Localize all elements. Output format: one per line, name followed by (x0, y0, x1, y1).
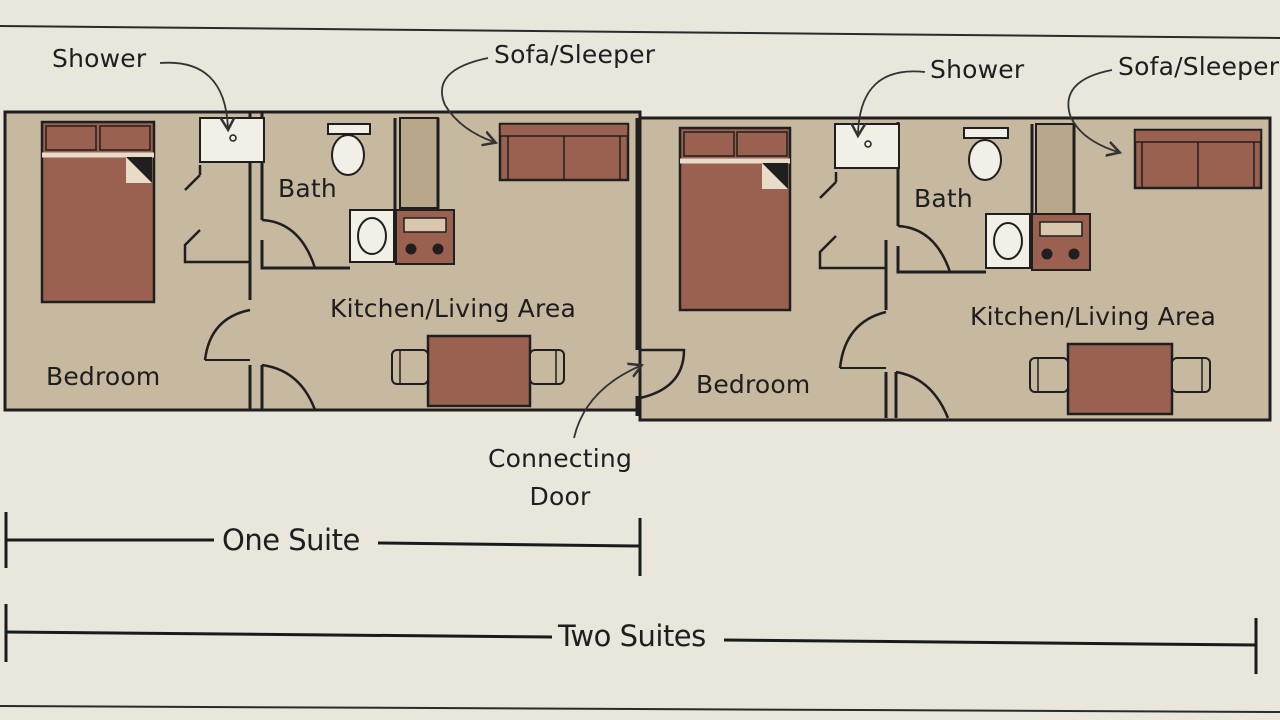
suite-2-chair-left (1029, 357, 1069, 393)
callout-arrows (159, 57, 1118, 439)
suite-1-chair-left (391, 349, 429, 385)
one-suite-label: One Suite (222, 523, 360, 557)
suite-2-table (1066, 342, 1174, 416)
connecting-door-label-line2: Door (529, 482, 591, 511)
page-border-top (0, 25, 1280, 39)
suite-2-bath-label: Bath (914, 184, 973, 213)
page-border-bottom (0, 705, 1280, 713)
suite-1-closet (184, 165, 202, 191)
suite-2-kitchen-label: Kitchen/Living Area (970, 302, 1216, 331)
suite-2-bedroom-label: Bedroom (696, 370, 811, 399)
suite-1-table (426, 334, 532, 408)
dimension-lines (4, 512, 1258, 674)
suite-1-bath-door (261, 218, 317, 269)
arrow-sofa-2 (1067, 69, 1118, 152)
two-suites-label: Two Suites (558, 619, 706, 653)
arrow-shower-1 (159, 61, 228, 128)
suite-2-shower-label: Shower (930, 55, 1025, 84)
suite-1 (3, 110, 642, 412)
suite-2-shower (834, 123, 900, 169)
suite-2-bedroom-door (838, 310, 887, 369)
suite-2 (635, 116, 1272, 422)
suite-2-bed (678, 126, 792, 312)
suite-1-shower-label: Shower (52, 44, 147, 73)
suite-1-bedroom-door (203, 308, 251, 361)
suite-1-sofa-label: Sofa/Sleeper (494, 40, 656, 69)
arrow-connecting-door (573, 366, 640, 439)
arrow-shower-2 (858, 70, 926, 134)
suite-1-shower (199, 117, 265, 163)
suite-1-kitchen-label: Kitchen/Living Area (330, 294, 576, 323)
suite-2-toilet (963, 127, 1009, 139)
suite-2-closet (819, 172, 838, 199)
connecting-door-label-line1: Connecting (487, 444, 633, 473)
suite-2-chair-right (1171, 357, 1211, 393)
connecting-door (639, 348, 686, 400)
suite-1-chair-right (529, 349, 565, 385)
suite-1-entry-door (261, 363, 317, 411)
suite-2-entry-door (895, 370, 950, 419)
suite-1-toilet (327, 123, 371, 135)
arrow-sofa-1 (441, 57, 494, 142)
suite-1-bed (40, 120, 156, 304)
suite-1-bedroom-label: Bedroom (46, 362, 161, 391)
suite-2-sofa-label: Sofa/Sleeper (1118, 52, 1280, 81)
suite-1-bath-label: Bath (278, 174, 337, 203)
suite-2-bath-door (897, 224, 952, 273)
